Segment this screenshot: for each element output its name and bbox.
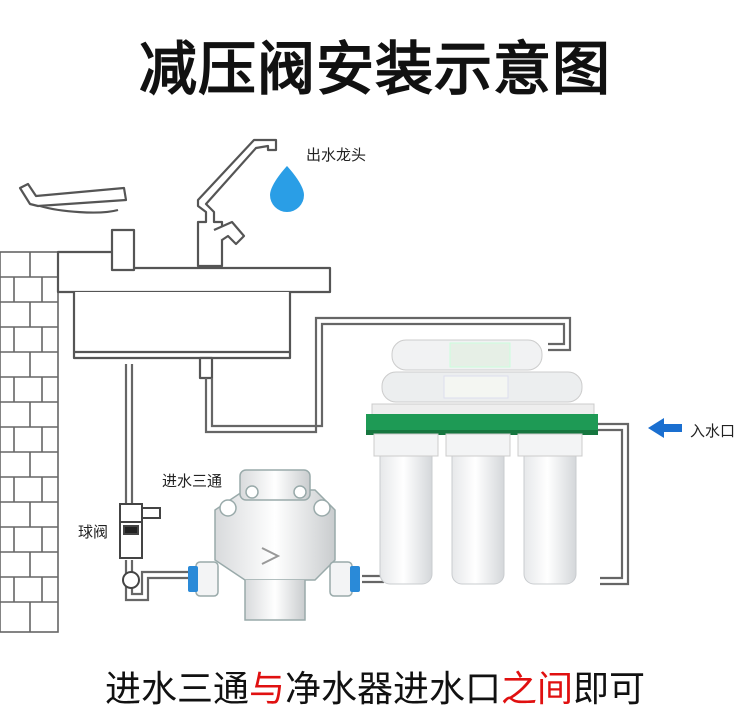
inlet-arrow-icon bbox=[648, 418, 682, 438]
pressure-reducing-valve bbox=[188, 469, 360, 621]
diagram-title: 减压阀安装示意图 bbox=[138, 35, 611, 103]
caption-part4: 之间 bbox=[501, 669, 574, 710]
caption-part5: 即可 bbox=[573, 669, 646, 710]
ball-valve-icon bbox=[119, 521, 143, 589]
brick-wall bbox=[0, 251, 59, 633]
water-purifier bbox=[366, 339, 598, 585]
caption-part3: 净水器进水口 bbox=[284, 669, 501, 710]
tee-label: 进水三通 bbox=[162, 472, 223, 490]
water-pipes bbox=[124, 316, 630, 602]
tee-fitting bbox=[119, 503, 161, 523]
installation-diagram bbox=[0, 138, 682, 633]
ball-valve-label: 球阀 bbox=[78, 523, 109, 541]
caption-part1: 进水三通 bbox=[104, 669, 249, 710]
inlet-label: 入水口 bbox=[690, 422, 736, 440]
caption-part2: 与 bbox=[248, 669, 285, 710]
water-drop-icon bbox=[270, 166, 304, 212]
center-faucet bbox=[196, 138, 278, 268]
sink bbox=[56, 250, 332, 380]
left-faucet bbox=[18, 182, 136, 272]
caption: 进水三通与净水器进水口之间即可 bbox=[0, 660, 750, 712]
faucet-label: 出水龙头 bbox=[306, 146, 367, 164]
